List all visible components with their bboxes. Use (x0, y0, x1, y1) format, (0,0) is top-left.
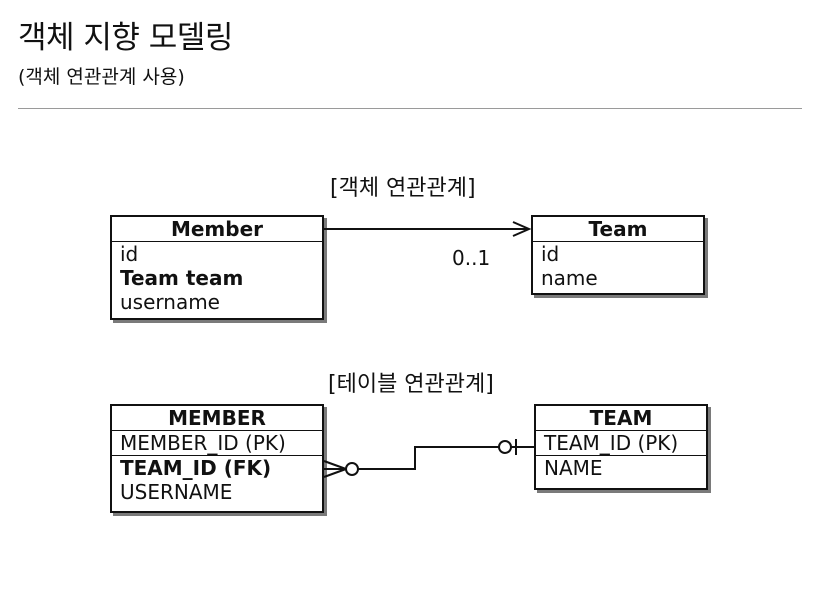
member-field-username: username (120, 290, 220, 314)
member-field-id: id (120, 242, 139, 266)
multiplicity-label: 0..1 (452, 246, 491, 270)
team-field-name: name (541, 266, 598, 290)
divider (18, 108, 802, 109)
table-model-label: [테이블 연관관계] (328, 372, 494, 397)
er-relationship-line (323, 439, 534, 478)
team-table-box: TEAM TEAM_ID (PK) NAME (534, 404, 708, 490)
object-model-label: [객체 연관관계] (330, 176, 476, 201)
page-subtitle: (객체 연관관계 사용) (18, 66, 185, 88)
team-class-title: Team (533, 217, 703, 242)
member-class-box: Member id Team team username (110, 215, 324, 320)
member-table-title: MEMBER (112, 406, 322, 431)
member-column-username: USERNAME (120, 480, 233, 504)
member-column-member-id: MEMBER_ID (PK) (112, 431, 322, 456)
page-title: 객체 지향 모델링 (18, 20, 233, 56)
member-class-title: Member (112, 217, 322, 242)
team-column-name: NAME (544, 456, 603, 480)
team-field-id: id (541, 242, 560, 266)
association-arrow (324, 221, 532, 237)
member-table-box: MEMBER MEMBER_ID (PK) TEAM_ID (FK) USERN… (110, 404, 324, 513)
member-column-team-id: TEAM_ID (FK) (120, 456, 272, 480)
team-table-title: TEAM (536, 406, 706, 431)
member-field-team: Team team (120, 266, 244, 290)
team-class-box: Team id name (531, 215, 705, 295)
team-column-team-id: TEAM_ID (PK) (536, 431, 706, 456)
